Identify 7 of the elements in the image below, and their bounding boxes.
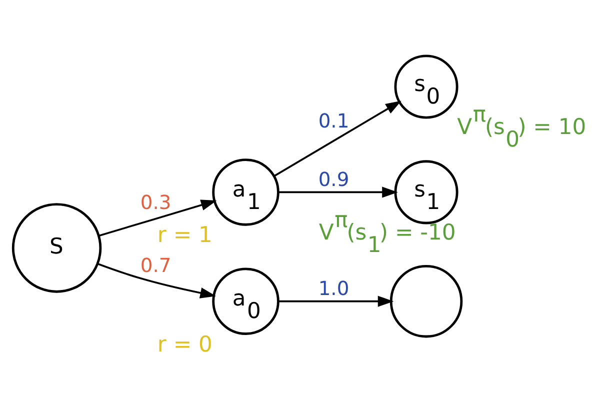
edge-label: 0.3 (140, 190, 172, 214)
edge-label: 0.1 (318, 109, 350, 132)
node-label: r = 1 (157, 222, 212, 248)
edge-label: 0.9 (318, 167, 350, 190)
edge-label: 1.0 (318, 276, 350, 300)
node-label: r = 0 (157, 332, 212, 357)
edge-label: 0.7 (140, 253, 172, 276)
